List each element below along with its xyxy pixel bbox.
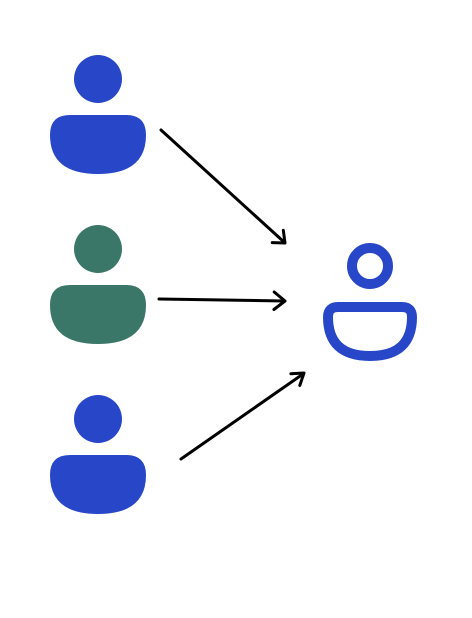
person-3-head — [74, 395, 122, 443]
person-3-body — [50, 455, 146, 514]
source-person-2-icon — [50, 225, 146, 344]
arrow-1-shaft — [159, 128, 286, 244]
arrow-3-shaft — [179, 372, 305, 461]
person-1-head — [74, 55, 122, 103]
person-2-body — [50, 285, 146, 344]
source-person-3-icon — [50, 395, 146, 514]
arrow-2 — [157, 290, 287, 311]
arrow-2-shaft — [157, 297, 286, 303]
person-1-body — [50, 115, 146, 174]
person-2-head — [74, 225, 122, 273]
source-person-1-icon — [50, 55, 146, 174]
target-person-head — [347, 243, 393, 289]
target-person-icon — [322, 243, 418, 362]
arrow-2-head — [272, 290, 287, 311]
target-person-body — [322, 302, 418, 362]
arrow-1-head — [270, 228, 287, 245]
arrow-3-head — [289, 371, 306, 387]
arrow-1 — [159, 128, 287, 245]
arrow-3 — [179, 371, 306, 461]
